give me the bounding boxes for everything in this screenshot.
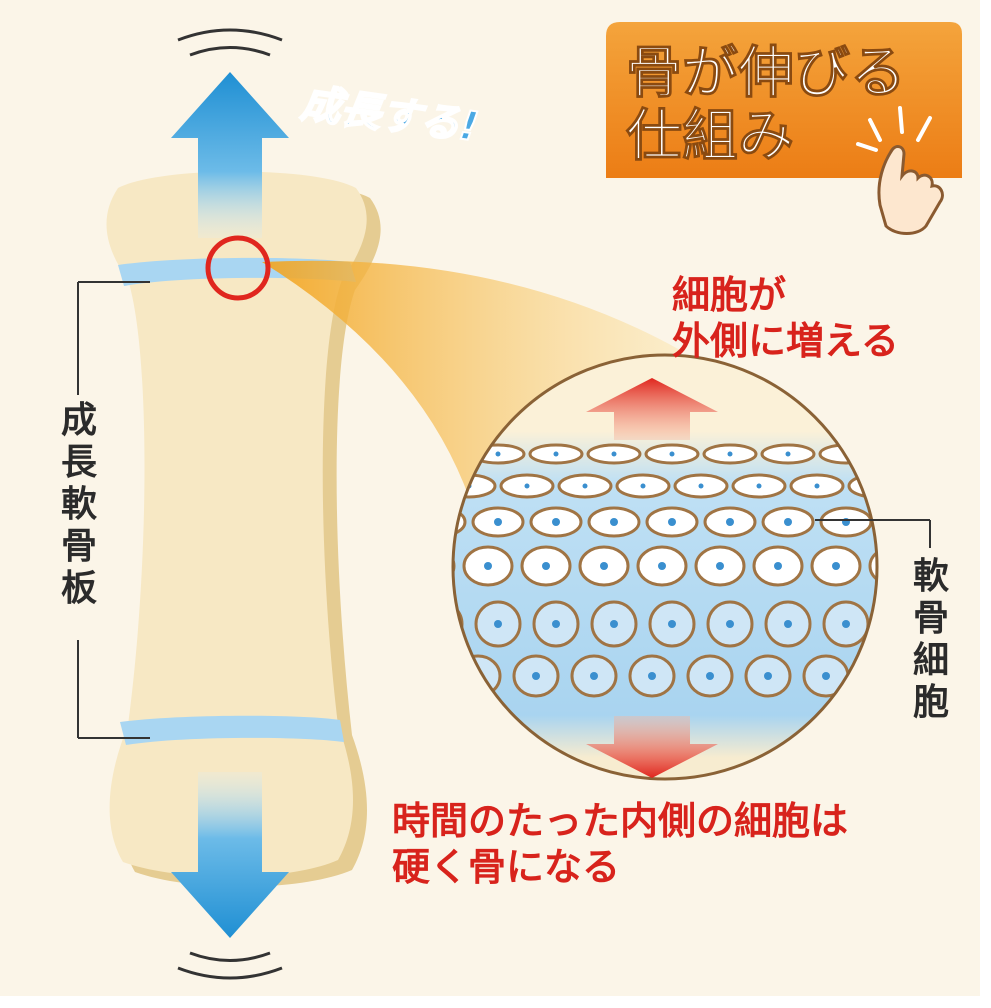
cells-outward-line1: 細胞が (672, 273, 787, 317)
cell-nucleus (582, 483, 588, 489)
cell-nucleus (716, 562, 724, 570)
cell-nucleus (726, 518, 734, 526)
cell-nucleus (669, 451, 675, 457)
cells-outward-text: 細胞が 外側に増える (672, 272, 899, 364)
cell-nucleus (698, 483, 704, 489)
right-border (980, 0, 991, 1008)
cells-inner-text: 時間のたった内側の細胞は 硬く骨になる (392, 798, 848, 890)
chondrocyte-label-char: 細 (912, 640, 949, 681)
cell-nucleus (524, 483, 530, 489)
magnify-beam (262, 260, 680, 500)
motion-lines-top-2 (189, 46, 271, 57)
growth-plate-label-char: 骨 (60, 526, 97, 567)
inward-arrow-icon (586, 716, 718, 778)
cell-nucleus (532, 672, 540, 680)
cell-nucleus (832, 562, 840, 570)
cell-nucleus (842, 620, 850, 628)
bone (106, 171, 367, 877)
title-box (606, 22, 962, 178)
growth-plate-label-char: 板 (60, 568, 97, 609)
cell-nucleus (553, 451, 559, 457)
zoom-circle-border (451, 353, 879, 781)
cell-nucleus (814, 483, 820, 489)
cell-nucleus (552, 518, 560, 526)
cell-nucleus (668, 620, 676, 628)
cell-nucleus (822, 672, 830, 680)
cell-nucleus (785, 451, 791, 457)
cell-nucleus (648, 672, 656, 680)
cell-nucleus (495, 451, 501, 457)
growth-plate-bottom (120, 715, 344, 745)
cell-nucleus (494, 518, 502, 526)
growth-plate-label: 成 長 軟 骨 板 (56, 400, 102, 610)
cell-nucleus (600, 562, 608, 570)
chondrocyte-label-char: 軟 (912, 556, 949, 597)
cell-nucleus (727, 451, 733, 457)
outward-arrow-icon (586, 378, 718, 440)
cell-nucleus (756, 483, 762, 489)
cell-nucleus (611, 451, 617, 457)
cell-nucleus (784, 620, 792, 628)
chondrocyte-cells (453, 443, 877, 698)
motion-lines-bottom (177, 966, 283, 980)
motion-lines-bottom-2 (189, 951, 271, 962)
cells-inner-line2: 硬く骨になる (392, 845, 621, 889)
chondrocyte-label-char: 骨 (912, 598, 949, 639)
cell-nucleus (610, 620, 618, 628)
chondrocyte-label-char: 胞 (912, 682, 949, 723)
cell (868, 545, 877, 587)
cell-nucleus (484, 562, 492, 570)
cell-nucleus (590, 672, 598, 680)
cell-nucleus (706, 672, 714, 680)
motion-lines-top (177, 28, 283, 42)
magnifier-circle-icon (205, 235, 271, 301)
bottom-border (0, 996, 991, 1008)
title-line1: 骨が伸びる (626, 41, 906, 106)
chondrocyte-label: 軟 骨 細 胞 (908, 556, 954, 724)
cell (453, 506, 467, 538)
cell-nucleus (542, 562, 550, 570)
cell-nucleus (774, 562, 782, 570)
cells-inner-line1: 時間のたった内側の細胞は (392, 799, 849, 843)
up-arrow-icon (171, 72, 289, 238)
cells-outward-line2: 外側に増える (672, 319, 899, 363)
title-line2: 仕組み (626, 104, 794, 169)
cell-nucleus (764, 672, 772, 680)
cell-nucleus (726, 620, 734, 628)
cell-nucleus (640, 483, 646, 489)
growth-plate-label-char: 長 (60, 442, 97, 483)
down-arrow-icon (171, 772, 289, 938)
cell-nucleus (784, 518, 792, 526)
cell-nucleus (494, 620, 502, 628)
cell-nucleus (658, 562, 666, 570)
growth-plate-label-char: 軟 (60, 484, 97, 525)
pointing-hand-icon (856, 106, 944, 235)
cell-nucleus (552, 620, 560, 628)
growth-plate-label-char: 成 (60, 400, 97, 441)
cell-nucleus (668, 518, 676, 526)
cell-nucleus (610, 518, 618, 526)
